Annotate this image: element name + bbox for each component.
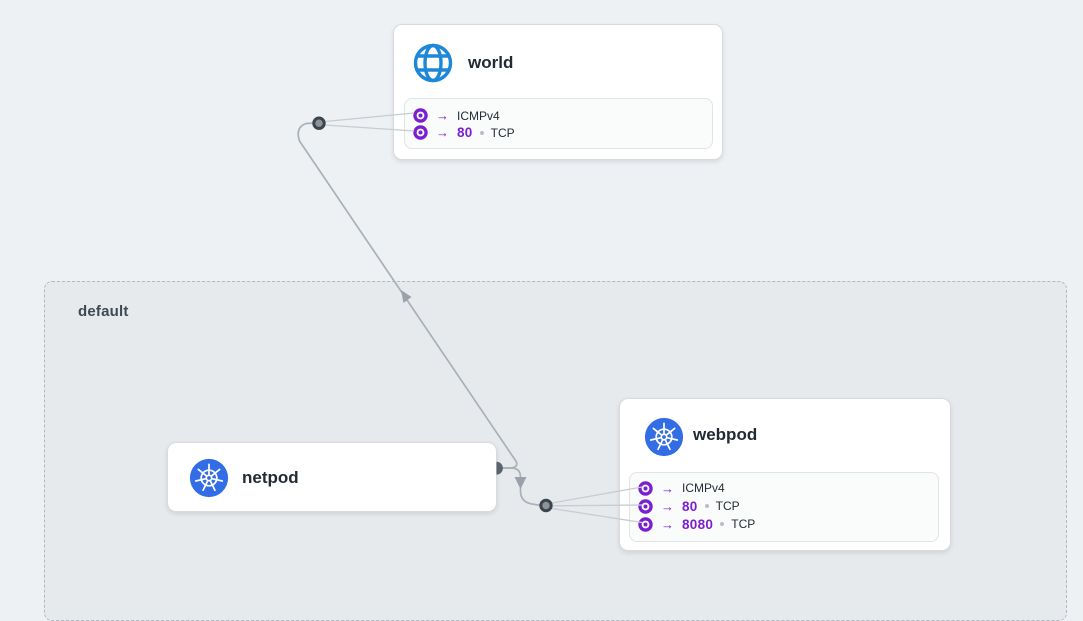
port-row[interactable]: → 80 TCP (638, 497, 938, 515)
service-card-netpod[interactable]: netpod (167, 442, 497, 512)
ports-panel: → ICMPv4 → 80 TCP (404, 98, 713, 149)
protocol-label: ICMPv4 (457, 108, 500, 123)
protocol-label: TCP (715, 499, 740, 513)
service-title: world (468, 53, 514, 72)
arrow-right-icon: → (661, 480, 674, 496)
access-point-icon (638, 516, 653, 532)
protocol-label: ICMPv4 (682, 481, 725, 495)
separator-dot-icon (479, 130, 484, 135)
port-row[interactable]: → 80 TCP (413, 124, 712, 141)
arrow-right-icon: → (436, 125, 449, 140)
access-point-icon (413, 125, 428, 140)
arrow-right-icon: → (436, 108, 449, 123)
connector-dot-world (312, 116, 326, 130)
port-number: 80 (457, 125, 473, 140)
namespace-label: default (78, 303, 129, 320)
port-row[interactable]: → ICMPv4 (413, 107, 712, 124)
globe-icon (413, 43, 453, 83)
access-point-icon (413, 108, 428, 123)
kubernetes-icon (644, 417, 684, 457)
protocol-label: TCP (731, 517, 756, 531)
separator-dot-icon (704, 504, 709, 508)
arrow-right-icon: → (661, 516, 674, 532)
protocol-label: TCP (490, 125, 515, 140)
port-row[interactable]: → 8080 TCP (638, 515, 938, 533)
service-title: webpod (693, 425, 758, 444)
port-number: 80 (682, 498, 698, 514)
port-number: 8080 (682, 516, 714, 532)
access-point-icon (638, 498, 653, 514)
service-title: netpod (242, 468, 299, 487)
port-row[interactable]: → ICMPv4 (638, 479, 938, 497)
arrow-right-icon: → (661, 498, 674, 514)
access-point-icon (638, 480, 653, 496)
service-card-world[interactable]: world → ICMPv4 → 80 TCP (393, 24, 723, 160)
kubernetes-icon (189, 458, 229, 498)
separator-dot-icon (720, 522, 725, 526)
